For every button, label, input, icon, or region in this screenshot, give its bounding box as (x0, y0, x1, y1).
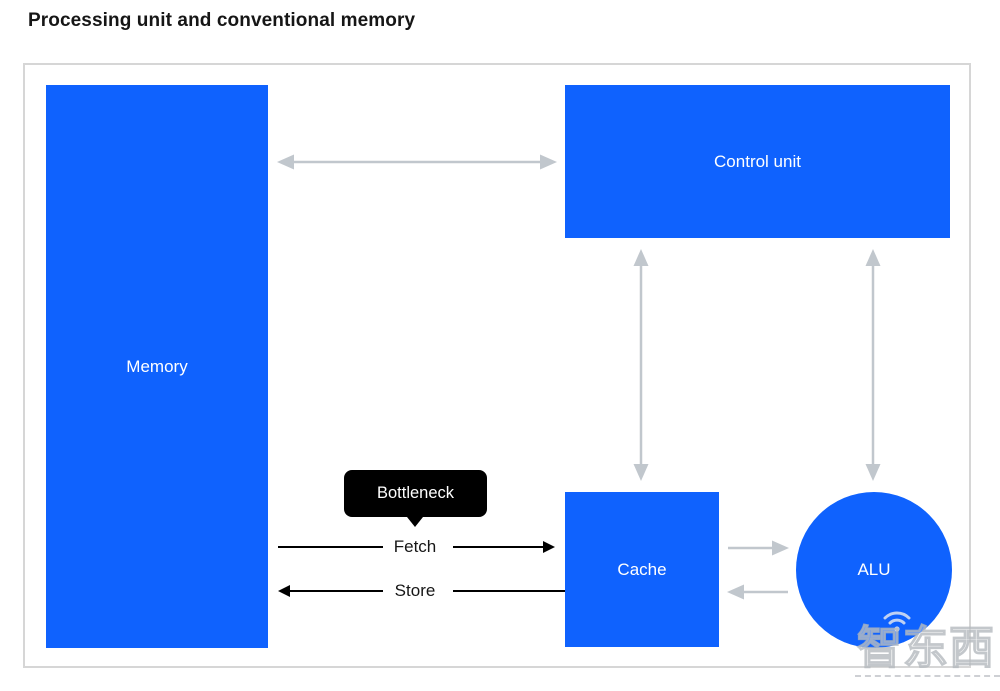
fetch-arrow-line-left (278, 546, 383, 548)
cache-node: Cache (565, 492, 719, 647)
store-arrowhead-icon (278, 585, 290, 597)
controlunit-cache-double-arrow-icon (633, 249, 649, 481)
fetch-arrow-line-right (453, 546, 543, 548)
page-title: Processing unit and conventional memory (28, 10, 416, 31)
watermark-underline (855, 675, 1000, 677)
memory-label: Memory (126, 356, 188, 376)
store-arrow-line-right (453, 590, 565, 592)
cache-alu-arrow-icon (728, 540, 789, 556)
control-unit-label: Control unit (714, 151, 801, 171)
bottleneck-callout: Bottleneck (344, 470, 487, 527)
alu-label: ALU (857, 560, 891, 579)
controlunit-alu-double-arrow-icon (865, 249, 881, 481)
memory-controlunit-double-arrow-icon (277, 154, 557, 170)
control-unit-node: Control unit (565, 85, 950, 238)
fetch-label: Fetch (393, 537, 437, 556)
store-label: Store (394, 581, 436, 600)
cache-label: Cache (617, 559, 667, 579)
memory-node: Memory (46, 85, 268, 648)
callout-tail-icon (407, 517, 423, 527)
store-arrow-line-left (289, 590, 383, 592)
fetch-arrowhead-icon (543, 541, 555, 553)
alu-cache-arrow-icon (727, 584, 788, 600)
alu-node: ALU (796, 492, 952, 648)
bottleneck-label: Bottleneck (376, 484, 455, 502)
